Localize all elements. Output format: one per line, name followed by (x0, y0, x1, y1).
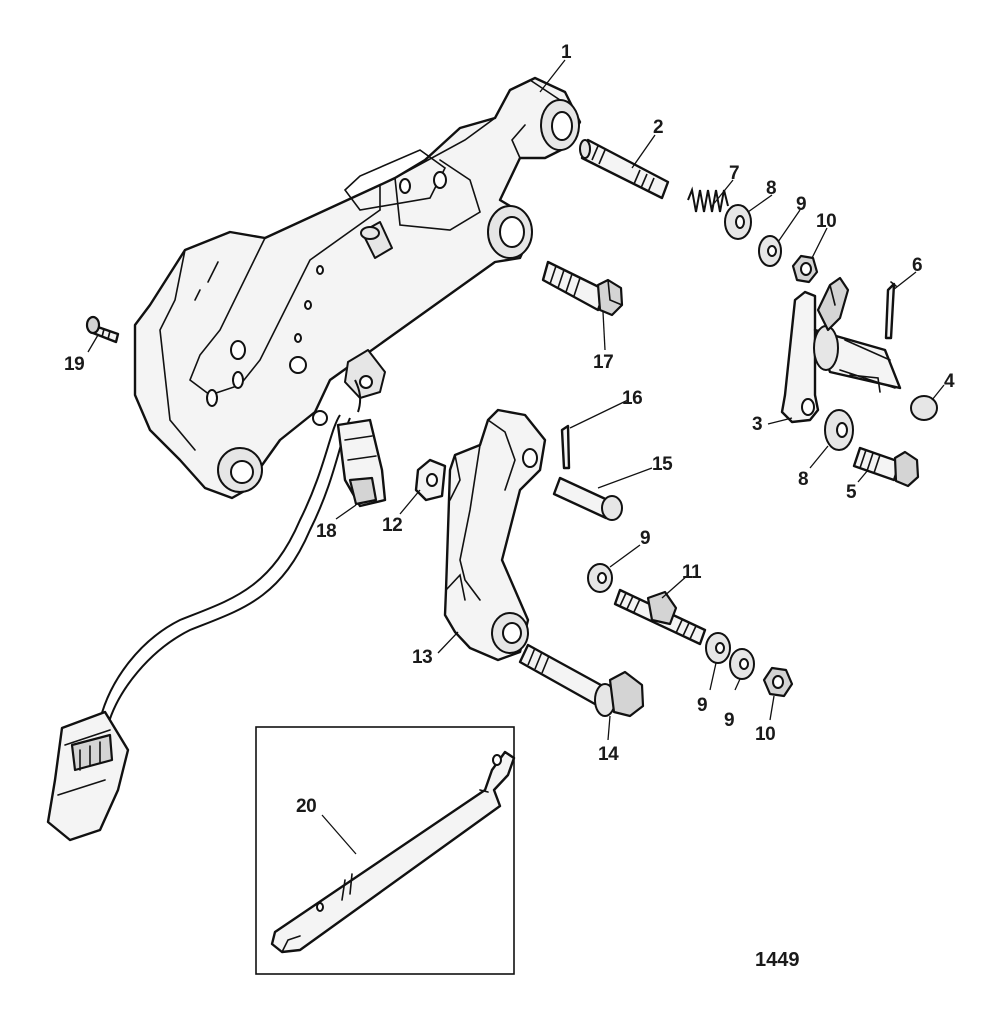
callout-16: 16 (622, 388, 642, 409)
callout-14: 14 (598, 744, 619, 765)
washer-9-lower-a (705, 632, 731, 664)
callout-9-middle: 9 (640, 528, 650, 549)
callout-7: 7 (729, 163, 739, 184)
figure-number: 1449 (755, 949, 800, 971)
spring (687, 186, 729, 213)
washer-lower-8 (824, 409, 854, 451)
callout-3: 3 (752, 414, 762, 435)
callout-9-lower-a: 9 (697, 695, 707, 716)
cotter-pin-middle (560, 424, 571, 470)
callout-10-upper: 10 (816, 211, 836, 232)
callout-9-upper: 9 (796, 194, 806, 215)
callout-1: 1 (561, 42, 572, 63)
lever-arm (780, 276, 902, 424)
cotter-pin-upper (884, 281, 897, 340)
callout-11: 11 (682, 562, 702, 583)
inset-panel (255, 726, 516, 975)
nut-lower (762, 666, 794, 698)
callout-labels: 1 2 7 8 9 10 6 4 3 8 5 17 19 16 15 18 12… (64, 42, 956, 971)
callout-10-lower: 10 (755, 724, 775, 745)
clip (414, 458, 447, 502)
callout-6: 6 (912, 255, 922, 276)
callout-20: 20 (296, 796, 316, 817)
callout-12: 12 (382, 515, 402, 536)
pivot-pin (579, 138, 670, 200)
callout-5: 5 (846, 482, 857, 503)
callout-19: 19 (64, 354, 84, 375)
callout-2: 2 (653, 117, 663, 138)
main-bracket-plate (133, 76, 582, 500)
wire-connector (46, 710, 130, 842)
sensor-harness (99, 379, 387, 726)
callout-15: 15 (652, 454, 673, 475)
cap (910, 395, 938, 421)
callout-9-lower-b: 9 (724, 710, 734, 731)
washer-9-lower-b (729, 648, 755, 680)
screw (85, 315, 120, 344)
washer-9-middle (587, 563, 613, 593)
leader-lines (87, 59, 945, 855)
inset-frame (255, 726, 515, 975)
adjustment-tool (270, 750, 516, 954)
bolt-lower (518, 643, 645, 718)
callout-18: 18 (316, 521, 336, 542)
callout-17: 17 (593, 352, 613, 373)
callout-4: 4 (944, 371, 955, 392)
callout-13: 13 (412, 647, 432, 668)
washer-9-upper (758, 235, 782, 267)
bolt-5 (852, 446, 920, 488)
callout-8-upper: 8 (766, 178, 776, 199)
clevis-pin (552, 476, 623, 521)
callout-8-lower: 8 (798, 469, 808, 490)
stud (613, 588, 707, 646)
washer-upper (724, 204, 752, 240)
nut-upper (791, 254, 819, 284)
link-arm (443, 408, 547, 662)
bolt-upper (541, 260, 624, 317)
